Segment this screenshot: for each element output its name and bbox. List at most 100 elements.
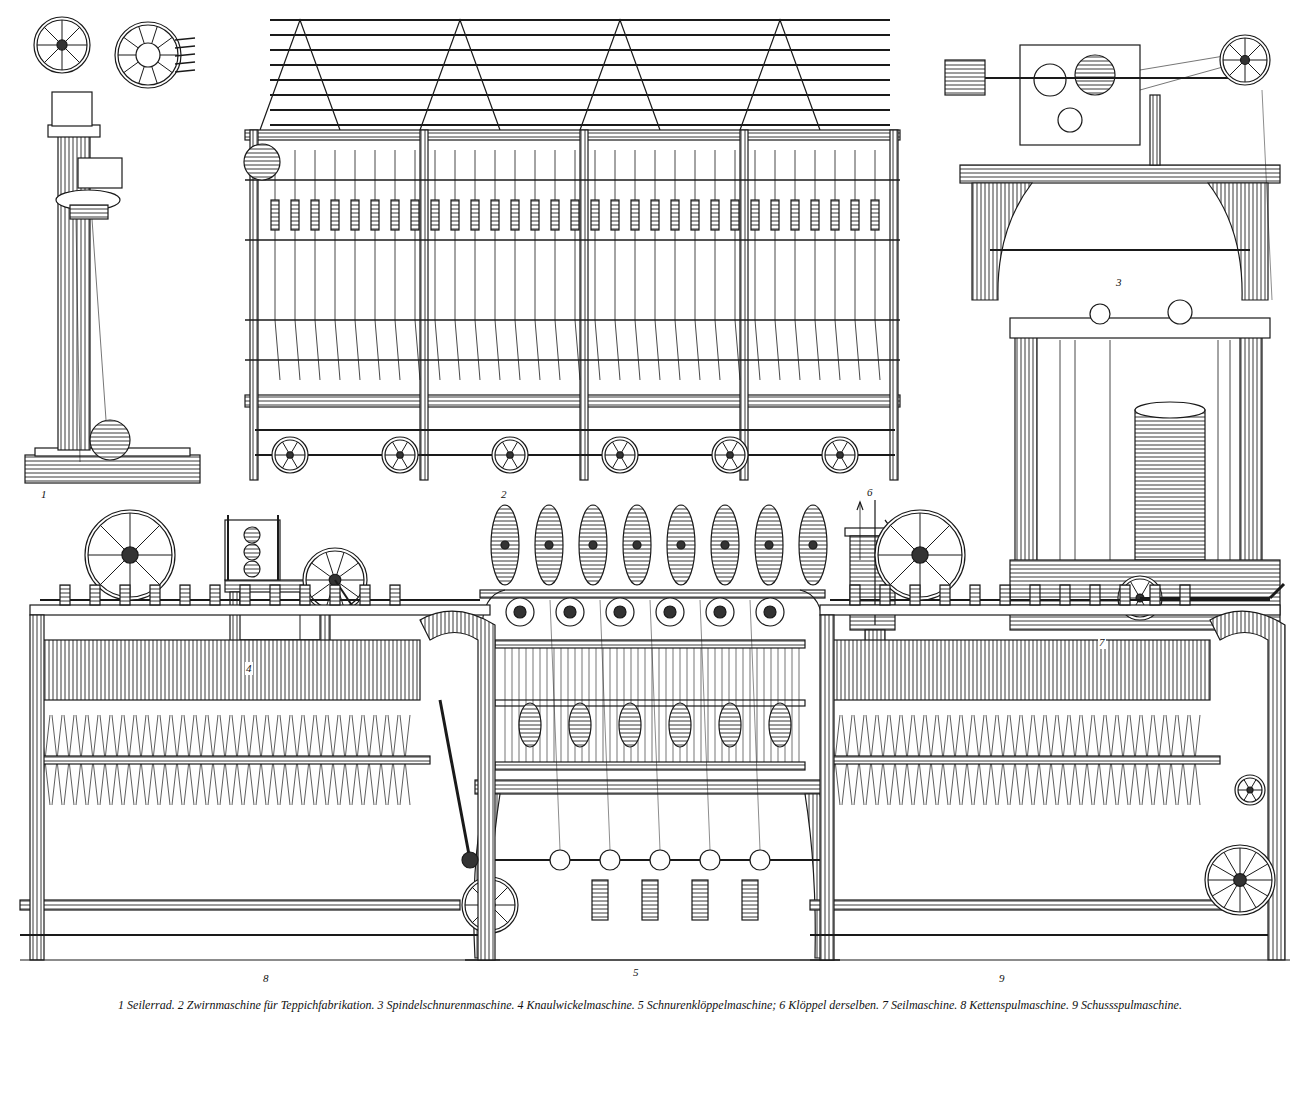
machine-line <box>540 648 541 762</box>
machine-line <box>645 648 646 762</box>
machine-disc <box>1034 64 1066 96</box>
machine-disc <box>519 703 541 747</box>
machine-outline <box>420 20 500 130</box>
machine-line <box>1075 340 1076 560</box>
machine-part <box>480 590 825 598</box>
machine-disc <box>1234 874 1247 887</box>
machine-line <box>652 648 653 762</box>
machine-disc <box>579 505 607 585</box>
machine-disc <box>912 547 928 563</box>
machine-line <box>795 320 800 380</box>
machine-part <box>210 585 220 605</box>
machine-line <box>750 600 760 850</box>
machine-part <box>1150 95 1160 165</box>
machine-part <box>78 158 122 188</box>
machine-part <box>1150 585 1160 605</box>
machine-part <box>960 165 1280 183</box>
machine-line <box>40 599 480 601</box>
machine-part <box>851 200 859 230</box>
machine-line <box>175 46 195 48</box>
machine-outline <box>1208 183 1268 300</box>
machine-disc <box>765 541 773 549</box>
machine-line <box>415 150 416 320</box>
machine-disc <box>37 20 87 70</box>
machine-part <box>740 130 748 480</box>
machine-line <box>270 34 890 36</box>
machine-part <box>970 585 980 605</box>
machine-disc <box>1090 304 1110 324</box>
machine-part <box>371 200 379 230</box>
machine-disc <box>136 43 160 67</box>
machine-line <box>875 320 880 380</box>
machine-disc <box>667 505 695 585</box>
machine-disc <box>677 541 685 549</box>
machine-line <box>575 320 580 380</box>
machine-disc <box>535 505 563 585</box>
machine-line <box>175 62 195 64</box>
machine-part <box>831 200 839 230</box>
callout-number: 7 <box>1098 636 1106 649</box>
machine-line <box>465 959 840 961</box>
machine-disc <box>303 548 367 612</box>
machine-part <box>431 200 439 230</box>
machine-line <box>1110 340 1111 560</box>
machine-line <box>695 320 700 380</box>
machine-part <box>48 125 100 137</box>
machine-part <box>475 780 830 794</box>
machine-part <box>390 585 400 605</box>
machine-part <box>711 200 719 230</box>
machine-line <box>715 320 720 380</box>
callout-number: 9 <box>998 972 1006 985</box>
machine-part <box>551 200 559 230</box>
machine-disc <box>1223 38 1267 82</box>
machine-line <box>715 648 716 762</box>
machine-disc <box>564 606 576 618</box>
machine-line <box>227 515 229 580</box>
machine-part <box>751 200 759 230</box>
machine-part <box>250 130 258 480</box>
machine-line <box>440 700 470 860</box>
machine-line <box>757 648 758 762</box>
machine-line <box>743 648 744 762</box>
machine-disc <box>382 437 418 473</box>
machine-part <box>811 200 819 230</box>
machine-disc <box>711 505 739 585</box>
machine-line <box>270 19 890 21</box>
callout-number: 4 <box>245 662 253 675</box>
machine-disc <box>501 541 509 549</box>
machine-line <box>175 38 195 40</box>
machine-disc <box>506 598 534 626</box>
machine-part <box>871 200 879 230</box>
machine-line <box>495 320 500 380</box>
machine-disc <box>115 22 181 88</box>
machine-disc <box>1168 300 1192 324</box>
machine-line <box>736 648 737 762</box>
machine-disc <box>605 440 635 470</box>
machine-line <box>701 648 702 762</box>
machine-disc <box>1241 56 1250 65</box>
machine-line <box>666 648 667 762</box>
machine-line <box>568 648 569 762</box>
machine-line <box>596 648 597 762</box>
machine-part <box>820 605 1280 615</box>
machine-part <box>511 200 519 230</box>
machine-line <box>20 959 500 960</box>
machine-line <box>375 320 380 380</box>
machine-line <box>375 150 376 320</box>
machine-part <box>180 585 190 605</box>
machine-line <box>615 320 620 380</box>
machine-line <box>799 648 800 762</box>
machine-part <box>245 130 900 140</box>
machine-part <box>471 200 479 230</box>
machine-line <box>270 79 890 81</box>
machine-line <box>600 600 610 850</box>
machine-part <box>291 200 299 230</box>
machine-disc <box>617 452 623 458</box>
machine-disc <box>614 606 626 618</box>
machine-line <box>295 320 300 380</box>
machine-line <box>830 599 1270 601</box>
machine-line <box>655 320 660 380</box>
callout-number: 3 <box>1115 276 1123 289</box>
machine-disc <box>90 420 130 460</box>
callout-number: 8 <box>262 972 270 985</box>
